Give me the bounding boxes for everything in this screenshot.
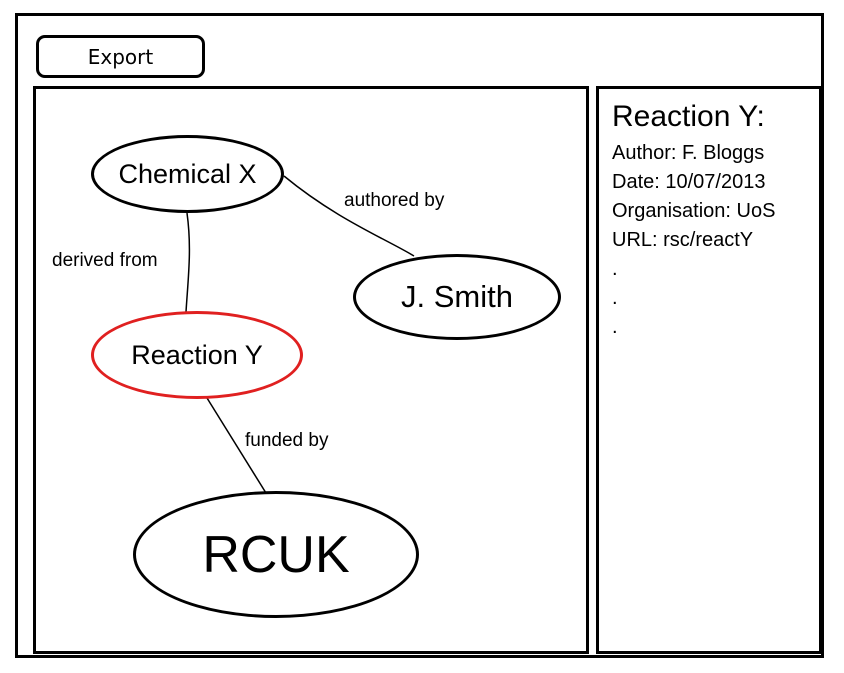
details-author: Author: F. Bloggs [612,142,765,164]
details-panel: Reaction Y: Author: F. Bloggs Date: 10/0… [596,86,822,654]
details-title: Reaction Y: [612,100,765,133]
edge-authored-by [283,175,415,257]
details-url: URL: rsc/reactY [612,229,754,251]
node-chemical-x[interactable]: Chemical X [91,135,284,213]
edge-label-funded-by: funded by [245,430,329,451]
node-rcuk-label: RCUK [202,525,350,584]
details-organisation: Organisation: UoS [612,200,776,222]
edge-label-authored-by: authored by [344,190,445,211]
details-ellipsis-dot: . [612,287,618,309]
edge-funded-by [206,397,267,494]
details-ellipsis-dot: . [612,316,618,338]
node-reaction-y-label: Reaction Y [131,339,263,370]
edge-derived-from [185,212,191,313]
graph-canvas[interactable]: Chemical X J. Smith Reaction Y RCUK auth… [33,86,589,654]
app-window [15,13,824,658]
details-date: Date: 10/07/2013 [612,171,766,193]
graph-edges [185,175,415,494]
node-reaction-y[interactable]: Reaction Y [91,311,303,399]
edge-label-derived-from: derived from [52,250,158,271]
node-j-smith[interactable]: J. Smith [353,254,561,340]
node-chemical-x-label: Chemical X [118,158,257,189]
node-j-smith-label: J. Smith [401,279,513,314]
node-rcuk[interactable]: RCUK [133,491,419,618]
details-ellipsis-dot: . [612,258,618,280]
export-button[interactable]: Export [36,35,205,78]
